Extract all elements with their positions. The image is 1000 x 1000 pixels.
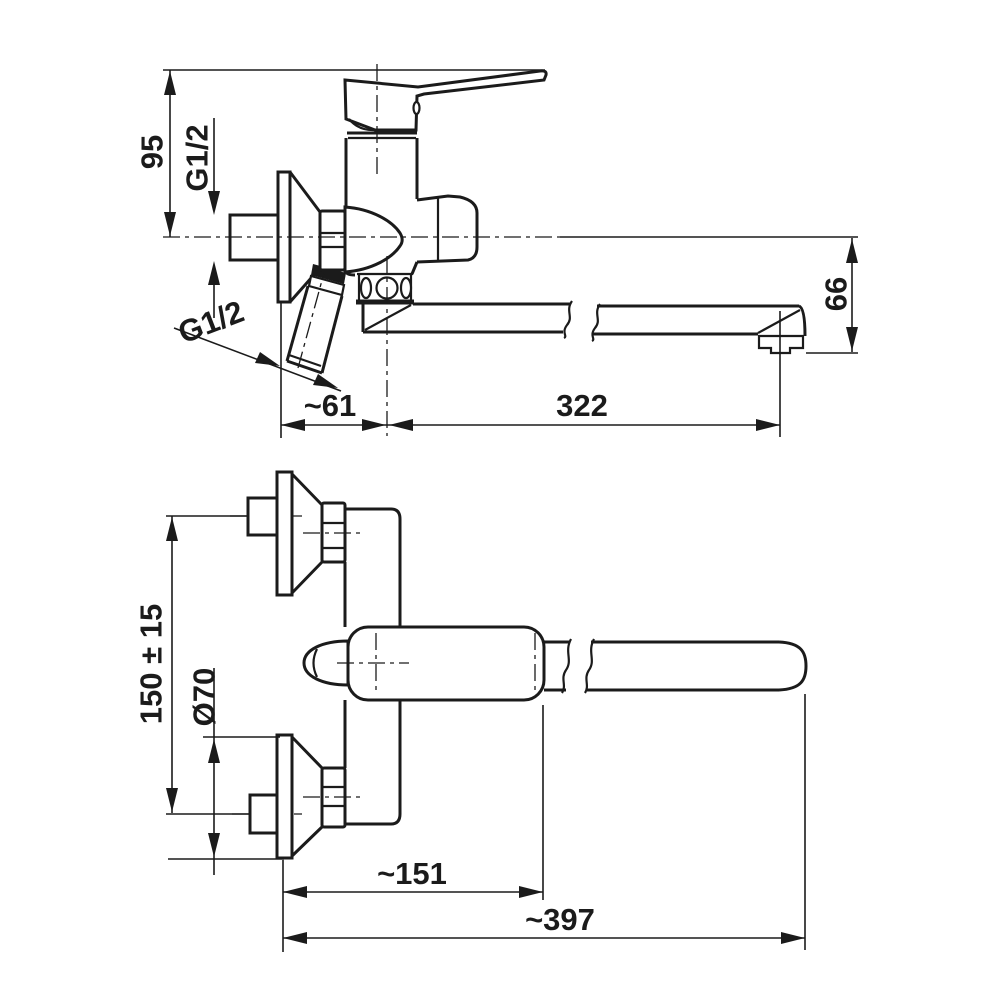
- top-wall-stub: [246, 496, 282, 537]
- spout-tip-diagonal: [757, 309, 801, 334]
- arrow-150-up: [166, 517, 178, 541]
- connector-end-inner: [288, 353, 322, 368]
- plan-break-line-2: [584, 638, 595, 694]
- bottom-rosette-base: [275, 733, 294, 860]
- eccentric-hex-nut: [318, 209, 347, 272]
- lever-handle: [343, 69, 548, 132]
- arrow-322-left: [389, 419, 413, 431]
- dim-61-label: ~61: [304, 388, 357, 423]
- decorative-cone-cap: [343, 205, 404, 274]
- dim-inlet-thread-label: G1/2: [180, 124, 215, 191]
- bottom-cone-edge-b: [290, 824, 325, 858]
- dimensions: 95 G1/2 G1/2 ~61 322 66 150 ± 15: [134, 69, 858, 952]
- swivel-spout: [361, 300, 807, 355]
- dim-70-label: Ø70: [187, 668, 222, 727]
- arrow-397-left: [283, 932, 307, 944]
- handle-indicator-dot: [412, 100, 421, 116]
- plan-view: [166, 470, 808, 860]
- dim-95-label: 95: [135, 135, 170, 169]
- diverter-ring: [356, 272, 414, 305]
- connector-left-edge: [285, 285, 310, 362]
- frame-top: [345, 507, 402, 627]
- arrow-66-down: [846, 327, 858, 351]
- bottom-eccentric-union: [166, 733, 360, 860]
- arrow-shower-1: [255, 352, 280, 366]
- top-rosette-base: [275, 470, 294, 597]
- dim-397-label: ~397: [525, 902, 595, 937]
- side-view: [163, 64, 807, 436]
- arrow-70-up: [208, 739, 220, 763]
- dim-66-label: 66: [819, 277, 854, 311]
- connector-body-fill: [287, 286, 342, 373]
- arrow-151-right: [519, 886, 543, 898]
- arrow-61-left: [281, 419, 305, 431]
- spout-tip-edge: [798, 304, 807, 337]
- top-cone-edge-b: [290, 559, 325, 595]
- side-outlet-boss: [416, 194, 479, 264]
- break-line-1: [563, 300, 573, 339]
- dim-151-label: ~151: [377, 856, 447, 891]
- mixer-body: [344, 131, 479, 277]
- rosette-cone-top-edge: [288, 171, 322, 213]
- top-eccentric-union: [166, 470, 360, 597]
- body-to-band: [410, 261, 419, 275]
- ring-bead-right: [399, 276, 413, 300]
- connector-end-face: [286, 359, 323, 375]
- dim-322-label: 322: [556, 388, 608, 423]
- arrow-61-right: [362, 419, 386, 431]
- arrow-g12-down: [208, 191, 220, 215]
- thread-band-light: [307, 274, 346, 297]
- connector-centerline: [297, 261, 328, 369]
- arrow-g12-up: [208, 261, 220, 285]
- dim-150-label: 150 ± 15: [134, 604, 169, 724]
- aerator: [757, 334, 805, 355]
- arrow-397-right: [781, 932, 805, 944]
- hand-shower-connector: [285, 261, 346, 375]
- arrow-shower-2: [313, 374, 338, 388]
- tube-end-cap: [778, 640, 808, 692]
- break-line-2: [591, 303, 601, 342]
- arrow-151-left: [283, 886, 307, 898]
- arrow-95-up: [164, 71, 176, 95]
- cartridge-dome-arc: [348, 118, 376, 132]
- arrow-66-up: [846, 239, 858, 263]
- connector-right-edge: [320, 295, 344, 374]
- arrow-150-down: [166, 788, 178, 812]
- arrow-70-down: [208, 833, 220, 857]
- spout-plan: [544, 638, 808, 694]
- ring-bead-left: [359, 276, 373, 300]
- handle-outline: [343, 69, 548, 132]
- arrow-95-down: [164, 212, 176, 236]
- bottom-cone-edge-a: [290, 735, 325, 771]
- body-left-lower: [344, 270, 356, 277]
- top-cone-edge-a: [290, 472, 325, 508]
- plan-break-line-1: [561, 638, 572, 694]
- arrow-322-right: [756, 419, 780, 431]
- dome-seam-arc: [312, 648, 318, 678]
- plan-body-frame: [343, 507, 402, 826]
- frame-bottom: [345, 700, 402, 826]
- spout-base-diagonal: [364, 304, 412, 331]
